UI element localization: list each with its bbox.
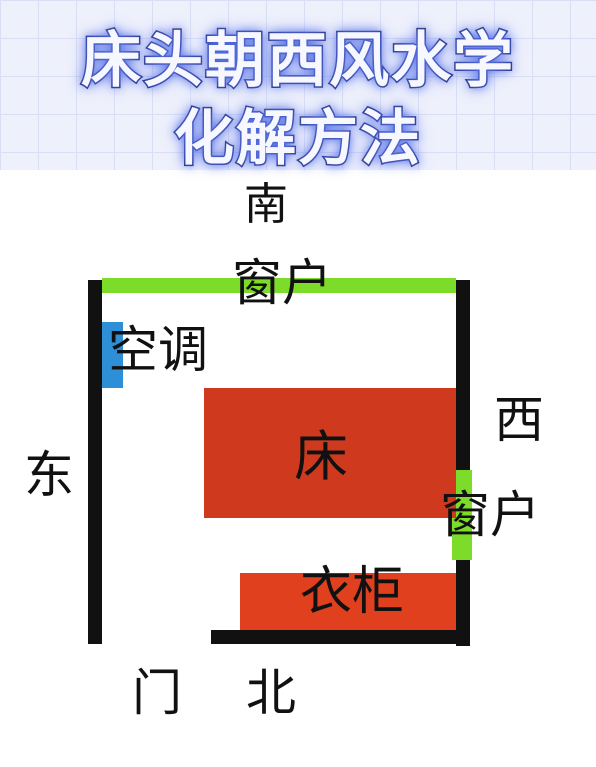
title-line-2: 化解方法 bbox=[173, 103, 422, 176]
title-banner: 床头朝西风水学 化解方法 bbox=[0, 0, 596, 176]
door-label: 门 bbox=[132, 664, 182, 722]
east-wall bbox=[88, 280, 102, 644]
west-wall-upper bbox=[456, 280, 470, 470]
bed-label: 床 bbox=[294, 425, 348, 488]
title-line-1: 床头朝西风水学 bbox=[80, 25, 515, 98]
direction-west: 西 bbox=[494, 391, 544, 449]
south-window-label: 窗户 bbox=[232, 254, 332, 312]
direction-south: 南 bbox=[244, 179, 288, 230]
wardrobe bbox=[240, 573, 456, 630]
air-conditioner bbox=[102, 322, 123, 388]
west-window-label: 窗户 bbox=[440, 486, 540, 544]
air-conditioner-label: 空调 bbox=[108, 321, 208, 379]
wardrobe-label: 衣柜 bbox=[300, 562, 405, 622]
west-wall-lower bbox=[456, 560, 470, 646]
north-wall bbox=[211, 630, 470, 644]
south-window bbox=[102, 278, 456, 293]
direction-north: 北 bbox=[246, 664, 296, 722]
direction-east: 东 bbox=[24, 446, 74, 504]
bed bbox=[204, 388, 456, 518]
west-window bbox=[452, 470, 472, 560]
